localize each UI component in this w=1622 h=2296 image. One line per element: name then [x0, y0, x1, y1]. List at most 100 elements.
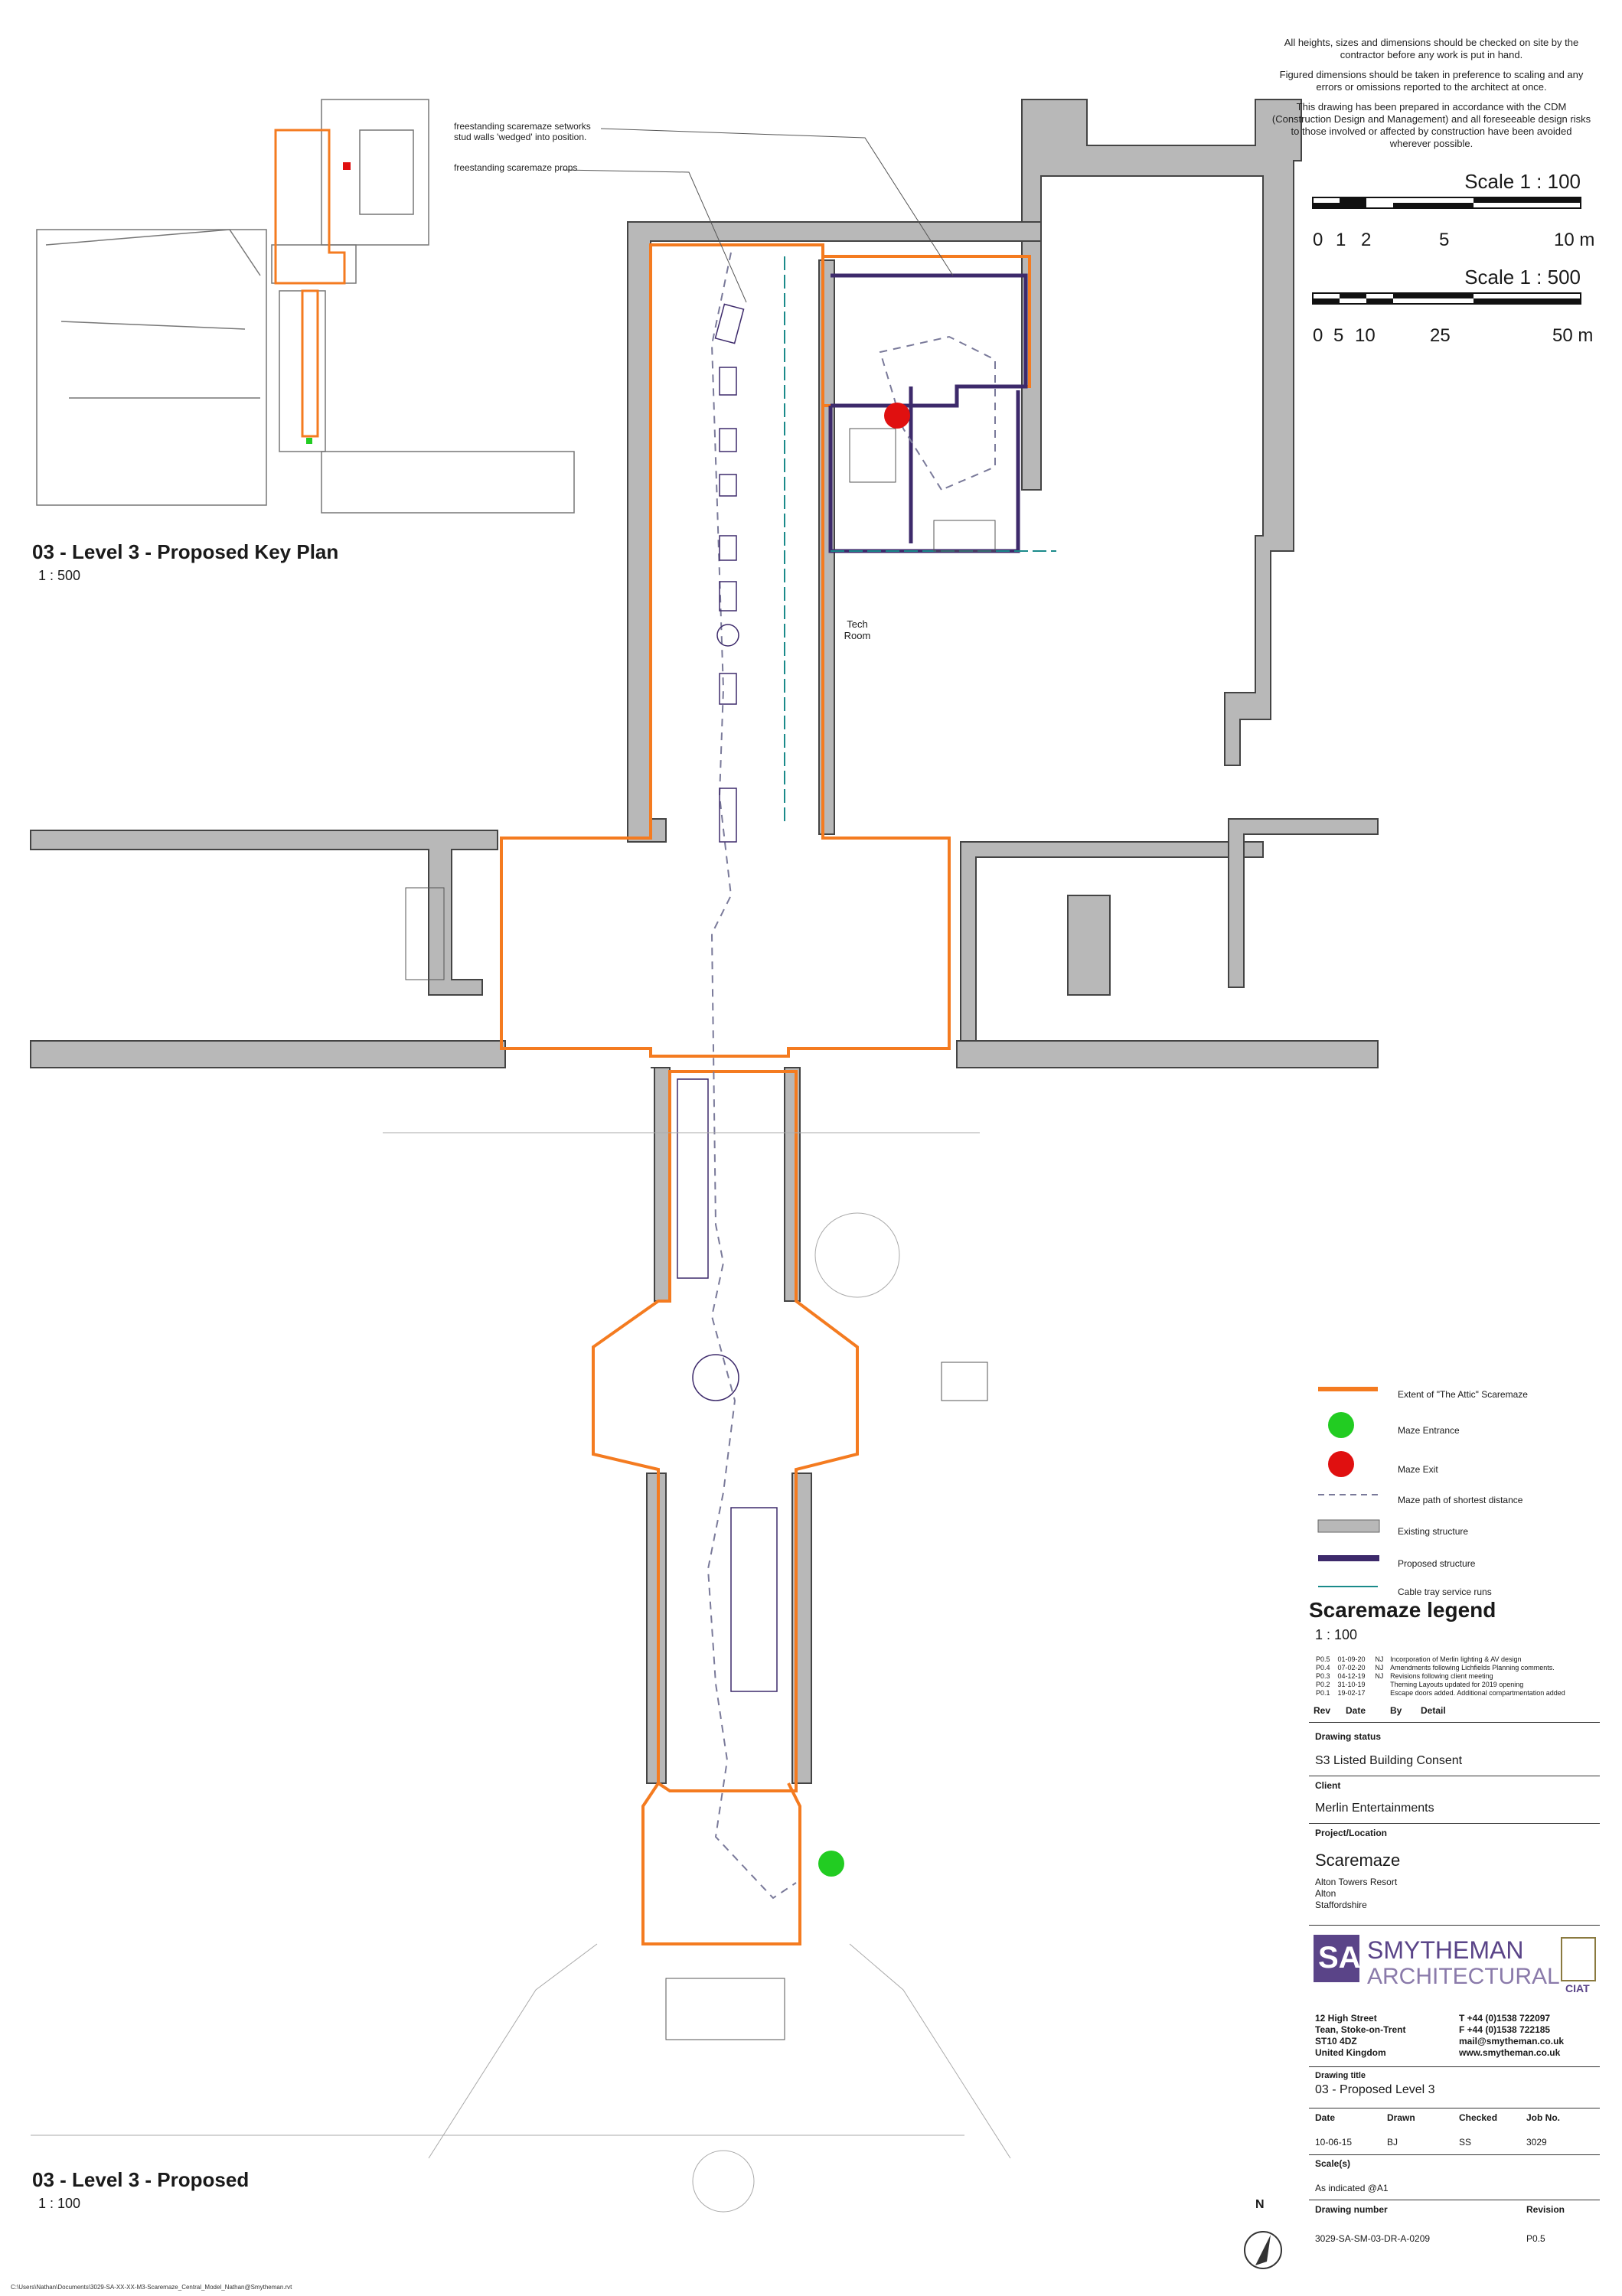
legend-item-entrance: Maze Entrance [1398, 1425, 1460, 1436]
legend-item-exit: Maze Exit [1398, 1464, 1438, 1475]
drawing-number-label: Drawing number [1315, 2204, 1388, 2215]
key-plan-entrance-marker [306, 438, 312, 444]
file-path: C:\Users\Nathan\Documents\3029-SA-XX-XX-… [11, 2284, 292, 2291]
firm-name-line1: SMYTHEMAN [1367, 1936, 1524, 1964]
date-label: Date [1315, 2112, 1336, 2123]
firm-logo-mark [1314, 1935, 1359, 1982]
maze-path [707, 252, 797, 1900]
existing-wall-east-south [956, 1040, 1379, 1068]
client-value: Merlin Entertainments [1315, 1802, 1434, 1815]
main-plan-title: 03 - Level 3 - Proposed [32, 2168, 250, 2191]
scale-tick-500-4: 50 m [1552, 325, 1594, 346]
existing-wall-east [960, 841, 1264, 1057]
north-arrow [1244, 2231, 1282, 2269]
scale-tick-500-2: 10 [1355, 325, 1376, 346]
legend-item-cable: Cable tray service runs [1398, 1587, 1492, 1597]
project-label: Project/Location [1315, 1828, 1388, 1838]
revision-label: Revision [1526, 2204, 1565, 2215]
key-plan-title: 03 - Level 3 - Proposed Key Plan [32, 540, 339, 563]
scales-value: As indicated @A1 [1315, 2183, 1389, 2193]
firm-logo-initials: SA [1318, 1941, 1361, 1975]
drawing-title-value: 03 - Proposed Level 3 [1315, 2083, 1435, 2096]
scaremaze-props [677, 303, 778, 1692]
note-3: This drawing has been prepared in accord… [1271, 101, 1591, 149]
job-label: Job No. [1526, 2112, 1560, 2123]
checked-value: SS [1459, 2137, 1472, 2148]
existing-wall-south-west [651, 1067, 671, 1302]
firm-contact: T +44 (0)1538 722097 F +44 (0)1538 72218… [1459, 2013, 1565, 2058]
room-label-tech: Tech Room [844, 618, 871, 641]
legend-scale: 1 : 100 [1315, 1627, 1358, 1642]
scale-tick-500-3: 25 [1430, 325, 1451, 346]
annotation-leader-stud [600, 128, 954, 276]
maze-entrance-marker [818, 1851, 844, 1877]
maze-exit-marker [884, 403, 910, 429]
note-2: Figured dimensions should be taken in pr… [1279, 69, 1584, 93]
scale-bar-100 [1312, 197, 1581, 209]
scales-label: Scale(s) [1315, 2158, 1351, 2169]
ciat-label: CIAT [1565, 1982, 1590, 1994]
firm-address: 12 High Street Tean, Stoke-on-Trent ST10… [1315, 2013, 1406, 2058]
legend-symbol-entrance [1328, 1412, 1354, 1438]
legend-title: Scaremaze legend [1309, 1598, 1496, 1622]
legend-symbol-exit [1328, 1451, 1354, 1477]
key-plan-scale: 1 : 500 [38, 568, 81, 583]
drawn-label: Drawn [1387, 2112, 1415, 2123]
attic-extent-outline [500, 243, 1031, 1945]
existing-wall-east-room [1228, 818, 1379, 988]
title-block-rule [1309, 1722, 1600, 1723]
maze-path-attic [879, 335, 996, 491]
scale-bar-500 [1312, 292, 1581, 305]
date-value: 10-06-15 [1315, 2137, 1353, 2148]
key-plan-extent [274, 129, 346, 438]
project-value: Scaremaze [1315, 1851, 1401, 1870]
key-plan-exit-marker [343, 162, 351, 170]
scale-tick-500-1: 5 [1333, 325, 1344, 346]
existing-wall-ne [1021, 99, 1302, 766]
title-block-rule [1309, 2154, 1600, 2155]
annotation-props: freestanding scaremaze props [454, 162, 578, 173]
drawing-status-label: Drawing status [1315, 1731, 1382, 1742]
scale-tick-500-0: 0 [1313, 325, 1323, 346]
drawing-number-value: 3029-SA-SM-03-DR-A-0209 [1315, 2233, 1431, 2244]
firm-name-line2: ARCHITECTURAL [1367, 1964, 1560, 1989]
existing-wall-west-south [30, 1040, 506, 1068]
annotation-stud-walls: freestanding scaremaze setworks stud wal… [454, 121, 591, 142]
existing-wall-south-west-2 [646, 1473, 667, 1784]
title-block-rule [1309, 1823, 1600, 1824]
legend-item-extent: Extent of "The Attic" Scaremaze [1398, 1389, 1528, 1400]
title-block-rule [1309, 1925, 1600, 1926]
general-notes: All heights, sizes and dimensions should… [1271, 37, 1592, 158]
scale-tick-100-4: 10 m [1554, 230, 1595, 250]
project-location: Alton Towers Resort Alton Staffordshire [1315, 1877, 1398, 1910]
scale-title-100: Scale 1 : 100 [1464, 170, 1581, 193]
revision-value: P0.5 [1526, 2233, 1545, 2244]
proposed-structure [828, 273, 1028, 553]
drawn-value: BJ [1387, 2137, 1398, 2148]
existing-wall-west [30, 830, 498, 996]
drawing-status-value: S3 Listed Building Consent [1315, 1754, 1463, 1767]
legend-symbol-proposed [1318, 1555, 1379, 1561]
scale-tick-100-1: 1 [1336, 230, 1346, 250]
existing-wall-stub [1067, 895, 1111, 996]
job-value: 3029 [1526, 2137, 1547, 2148]
north-label: N [1255, 2198, 1265, 2211]
scale-tick-100-3: 5 [1439, 230, 1450, 250]
scale-tick-100-2: 2 [1361, 230, 1372, 250]
scale-title-500: Scale 1 : 500 [1464, 266, 1581, 289]
legend-item-path: Maze path of shortest distance [1398, 1495, 1523, 1505]
scale-tick-100-0: 0 [1313, 230, 1323, 250]
client-label: Client [1315, 1780, 1341, 1791]
main-plan-scale: 1 : 100 [38, 2196, 81, 2211]
checked-label: Checked [1459, 2112, 1498, 2123]
legend-item-existing: Existing structure [1398, 1526, 1469, 1537]
context-linework [31, 1132, 1011, 2213]
title-block-rule [1309, 2066, 1600, 2067]
